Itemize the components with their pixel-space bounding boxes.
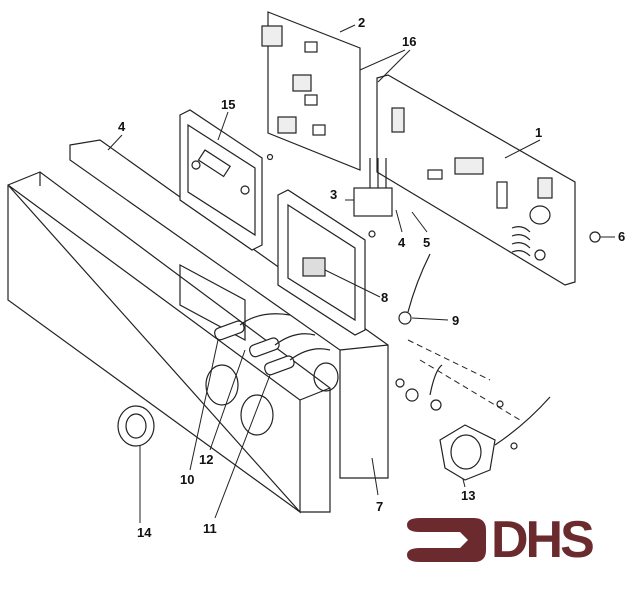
pcb-1 bbox=[376, 74, 576, 286]
small-parts bbox=[117, 231, 601, 481]
callout-10: 10 bbox=[180, 472, 195, 487]
transformer bbox=[353, 158, 393, 217]
callout-5: 5 bbox=[423, 235, 431, 250]
callout-16: 16 bbox=[402, 34, 417, 49]
callout-3: 3 bbox=[330, 187, 338, 202]
dhs-logo-icon bbox=[407, 518, 486, 562]
switch-bracket bbox=[277, 189, 376, 336]
callout-8: 8 bbox=[381, 290, 389, 305]
display-board bbox=[179, 109, 274, 251]
callout-7: 7 bbox=[376, 499, 384, 514]
pcb-2 bbox=[261, 11, 361, 171]
dhs-logo-text: DHS bbox=[491, 511, 595, 569]
callout-12: 12 bbox=[199, 452, 214, 467]
callout-4b: 4 bbox=[398, 235, 406, 250]
callout-6: 6 bbox=[618, 229, 626, 244]
callout-11: 11 bbox=[203, 521, 217, 536]
callout-13: 13 bbox=[461, 488, 476, 503]
leader-lines bbox=[107, 24, 615, 523]
callout-15: 15 bbox=[221, 97, 236, 112]
callout-2: 2 bbox=[358, 15, 366, 30]
callout-14: 14 bbox=[137, 525, 152, 540]
callout-9: 9 bbox=[452, 313, 460, 328]
callout-4: 4 bbox=[118, 119, 126, 134]
callout-1: 1 bbox=[535, 125, 543, 140]
